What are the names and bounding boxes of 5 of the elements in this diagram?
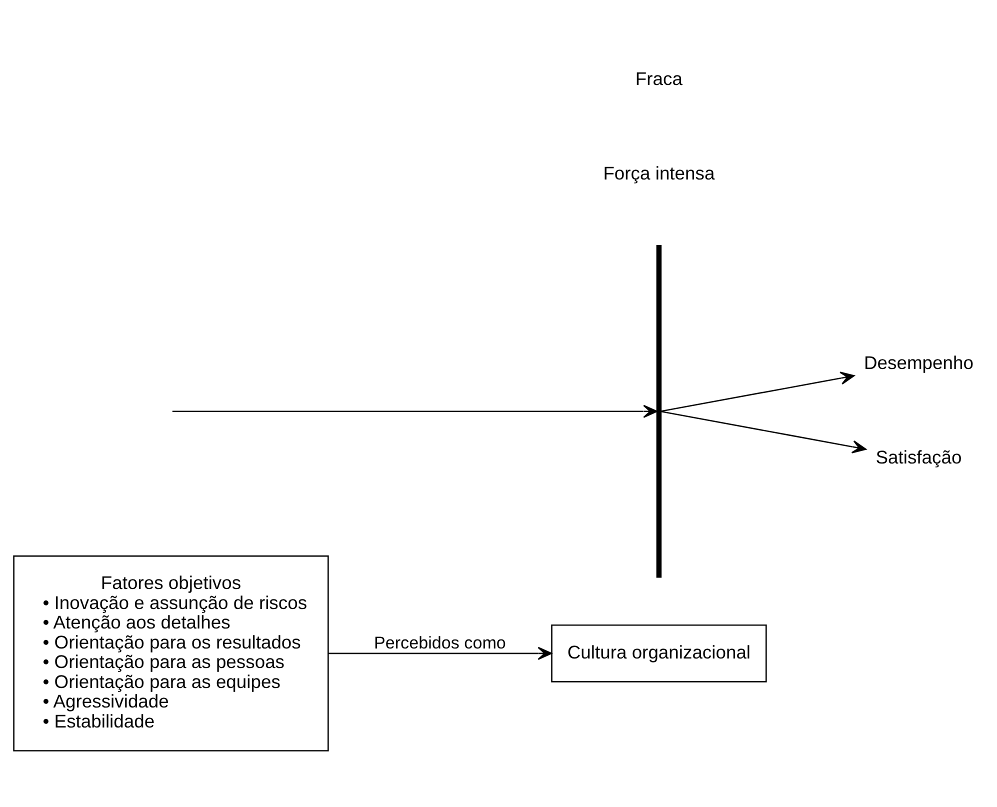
node-text: Satisfação (876, 446, 962, 468)
edge-label: Percebidos como (374, 634, 506, 653)
label: Força intensa (603, 162, 715, 184)
node-text: Desempenho (864, 352, 974, 373)
label: Fraca (635, 68, 682, 89)
